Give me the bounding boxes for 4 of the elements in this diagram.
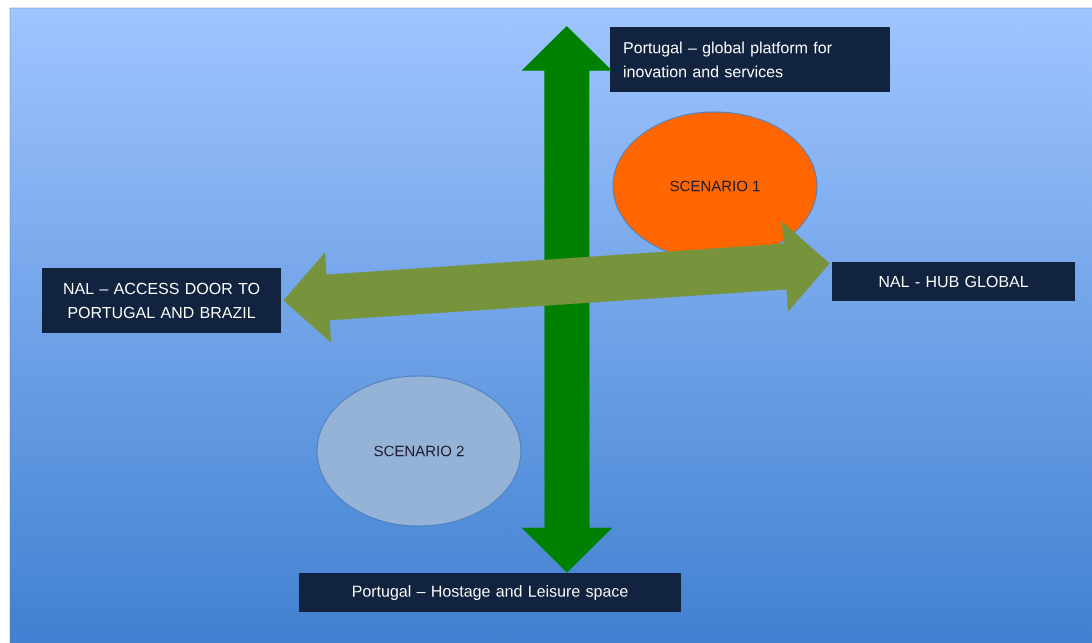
label-box: NAL – ACCESS DOOR TO PORTUGAL AND BRAZIL [42, 268, 281, 333]
label-box: Portugal – global platform for inovation and services [610, 27, 890, 92]
label-box: NAL - HUB GLOBAL [832, 262, 1075, 301]
label-box: Portugal – Hostage and Leisure space [299, 573, 681, 612]
